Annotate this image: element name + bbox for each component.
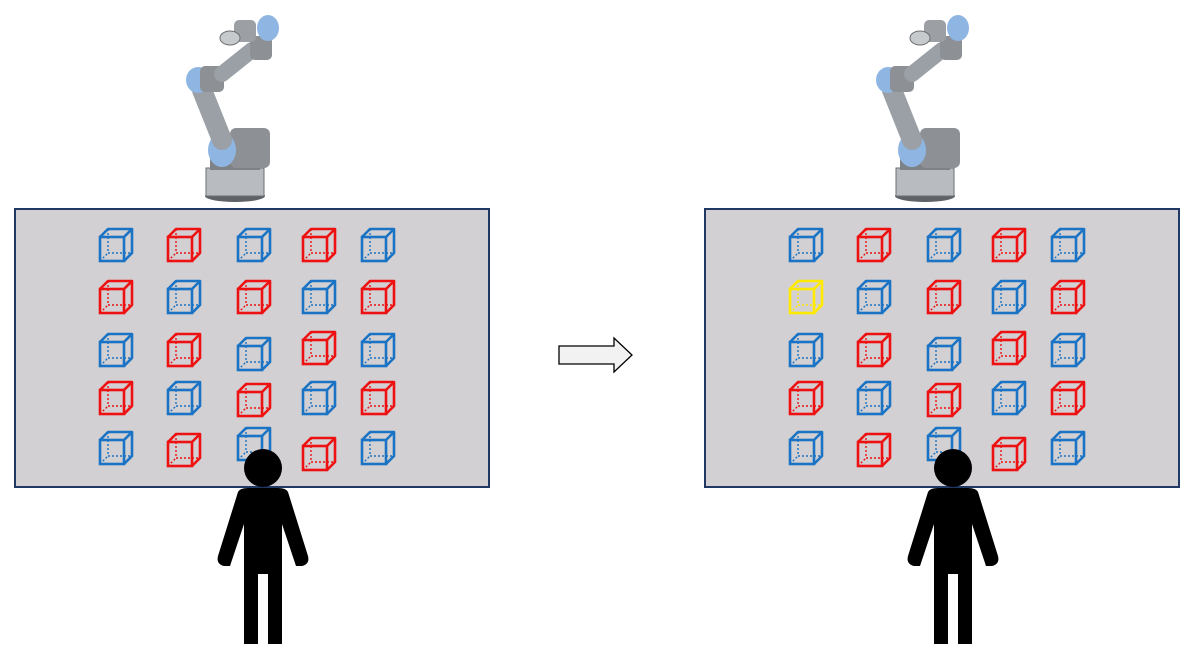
right-arrow-icon <box>558 336 633 374</box>
wireframe-cube-icon <box>788 332 824 368</box>
person-silhouette-icon <box>217 449 309 644</box>
wireframe-cube-icon <box>236 336 272 372</box>
wireframe-cube-icon <box>1050 430 1086 466</box>
wireframe-cube-icon <box>1050 380 1086 416</box>
wireframe-cube-icon <box>360 227 396 263</box>
wireframe-cube-icon <box>98 380 134 416</box>
workspace-table <box>704 208 1180 488</box>
wireframe-cube-icon <box>98 279 134 315</box>
wireframe-cube-icon <box>360 430 396 466</box>
wireframe-cube-icon <box>856 380 892 416</box>
workspace-table <box>14 208 490 488</box>
wireframe-cube-icon <box>166 380 202 416</box>
wireframe-cube-icon <box>991 436 1027 472</box>
wireframe-cube-icon <box>360 332 396 368</box>
wireframe-cube-icon <box>926 336 962 372</box>
wireframe-cube-icon <box>360 380 396 416</box>
wireframe-cube-icon <box>98 227 134 263</box>
wireframe-cube-icon <box>98 430 134 466</box>
wireframe-cube-icon <box>856 279 892 315</box>
wireframe-cube-icon <box>1050 332 1086 368</box>
wireframe-cube-icon <box>236 382 272 418</box>
wireframe-cube-icon <box>360 279 396 315</box>
person-silhouette-icon <box>907 449 999 644</box>
wireframe-cube-icon <box>98 332 134 368</box>
wireframe-cube-icon <box>856 332 892 368</box>
wireframe-cube-icon <box>788 279 824 315</box>
robot-arm-icon <box>186 15 279 202</box>
wireframe-cube-icon <box>236 279 272 315</box>
wireframe-cube-icon <box>301 380 337 416</box>
wireframe-cube-icon <box>926 279 962 315</box>
wireframe-cube-icon <box>991 380 1027 416</box>
wireframe-cube-icon <box>1050 279 1086 315</box>
wireframe-cube-icon <box>301 227 337 263</box>
wireframe-cube-icon <box>166 279 202 315</box>
wireframe-cube-icon <box>856 227 892 263</box>
wireframe-cube-icon <box>301 436 337 472</box>
wireframe-cube-icon <box>1050 227 1086 263</box>
wireframe-cube-icon <box>788 380 824 416</box>
wireframe-cube-icon <box>166 227 202 263</box>
wireframe-cube-icon <box>788 227 824 263</box>
wireframe-cube-icon <box>856 432 892 468</box>
wireframe-cube-icon <box>236 227 272 263</box>
wireframe-cube-icon <box>991 330 1027 366</box>
wireframe-cube-icon <box>991 227 1027 263</box>
wireframe-cube-icon <box>926 227 962 263</box>
wireframe-cube-icon <box>301 279 337 315</box>
wireframe-cube-icon <box>166 432 202 468</box>
wireframe-cube-icon <box>166 332 202 368</box>
robot-arm-icon <box>876 15 969 202</box>
wireframe-cube-icon <box>926 382 962 418</box>
wireframe-cube-icon <box>991 279 1027 315</box>
wireframe-cube-icon <box>301 330 337 366</box>
wireframe-cube-icon <box>788 430 824 466</box>
